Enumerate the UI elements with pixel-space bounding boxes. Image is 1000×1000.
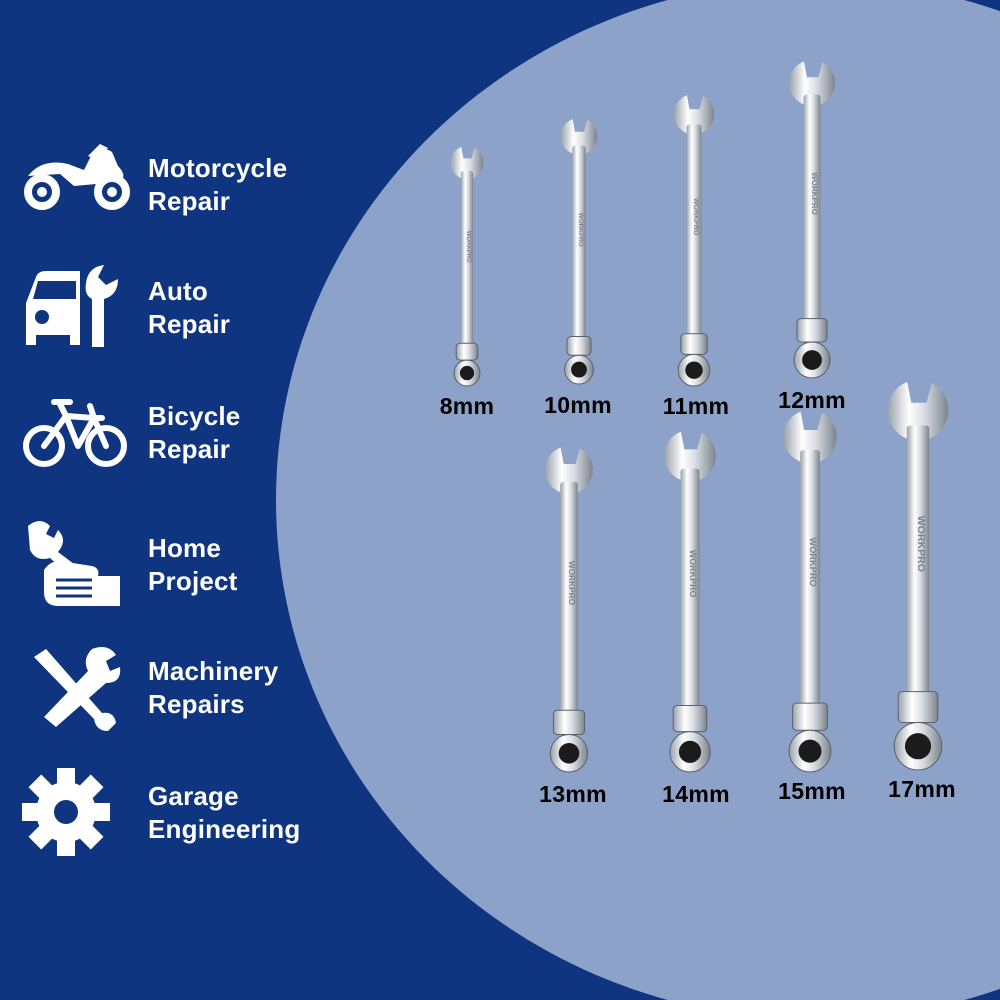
use-case-bicycle: Bicycle Repair bbox=[22, 388, 332, 478]
use-case-subtitle: Repairs bbox=[148, 689, 245, 719]
wrench-size-label: 17mm bbox=[888, 776, 956, 802]
use-case-auto: Auto Repair bbox=[22, 263, 332, 353]
crossed-tools-icon bbox=[22, 643, 134, 733]
wrench-10mm-image: WORKPRO bbox=[560, 116, 598, 385]
hand-wrench-icon bbox=[22, 520, 134, 610]
use-case-title: Auto bbox=[148, 276, 208, 306]
use-case-label: Garage Engineering bbox=[148, 780, 300, 846]
use-case-machinery: Machinery Repairs bbox=[22, 643, 332, 733]
use-case-subtitle: Repair bbox=[148, 186, 231, 216]
use-case-label: Home Project bbox=[148, 532, 238, 598]
wrench-size-label: 10mm bbox=[544, 392, 612, 418]
wrench-15mm: WORKPRO bbox=[781, 408, 839, 773]
use-case-title: Motorcycle bbox=[148, 153, 288, 183]
wrench-size-label: 15mm bbox=[778, 778, 846, 804]
use-case-title: Bicycle bbox=[148, 401, 241, 431]
use-case-title: Garage bbox=[148, 781, 239, 811]
wrench-8mm-image: WORKPRO bbox=[450, 144, 484, 387]
use-case-title: Machinery bbox=[148, 656, 279, 686]
use-case-list: Motorcycle Repair Auto Repair bbox=[0, 0, 330, 1000]
use-case-garage: Garage Engineering bbox=[22, 768, 332, 858]
use-case-subtitle: Project bbox=[148, 566, 238, 596]
wrench-11mm-image: WORKPRO bbox=[673, 92, 715, 387]
bicycle-icon bbox=[22, 388, 134, 478]
svg-text:WORKPRO: WORKPRO bbox=[692, 198, 699, 236]
wrench-17mm-image: WORKPRO bbox=[887, 378, 949, 771]
wrench-size-label: 11mm bbox=[662, 393, 730, 419]
wrench-12mm-image: WORKPRO bbox=[789, 58, 835, 379]
svg-text:WORKPRO: WORKPRO bbox=[808, 537, 818, 586]
wrench-size-label: 14mm bbox=[662, 781, 730, 807]
svg-text:WORKPRO: WORKPRO bbox=[577, 213, 584, 247]
wrench-14mm-image: WORKPRO bbox=[664, 428, 716, 773]
motorcycle-icon bbox=[22, 140, 134, 230]
wrench-14mm: WORKPRO bbox=[662, 428, 718, 773]
wrench-13mm-image: WORKPRO bbox=[545, 444, 593, 773]
svg-text:WORKPRO: WORKPRO bbox=[810, 172, 819, 215]
use-case-label: Bicycle Repair bbox=[148, 400, 240, 466]
wrench-size-label: 8mm bbox=[439, 393, 495, 419]
use-case-title: Home bbox=[148, 533, 222, 563]
wrench-13mm: WORKPRO bbox=[543, 444, 595, 773]
use-case-subtitle: Engineering bbox=[148, 814, 301, 844]
svg-text:WORKPRO: WORKPRO bbox=[465, 231, 471, 263]
svg-text:WORKPRO: WORKPRO bbox=[567, 561, 577, 606]
wrench-11mm: WORKPRO bbox=[672, 92, 716, 387]
wrench-15mm-image: WORKPRO bbox=[783, 408, 837, 773]
wrench-size-label: 13mm bbox=[539, 781, 607, 807]
use-case-label: Auto Repair bbox=[148, 275, 230, 341]
svg-text:WORKPRO: WORKPRO bbox=[915, 516, 927, 572]
wrench-8mm: WORKPRO bbox=[449, 144, 485, 387]
svg-text:WORKPRO: WORKPRO bbox=[688, 550, 698, 598]
car-wrench-icon bbox=[22, 263, 134, 353]
use-case-subtitle: Repair bbox=[148, 309, 231, 339]
wrench-17mm: WORKPRO bbox=[885, 378, 951, 771]
use-case-label: Machinery Repairs bbox=[148, 655, 278, 721]
wrench-12mm: WORKPRO bbox=[787, 58, 837, 379]
use-case-label: Motorcycle Repair bbox=[148, 152, 287, 218]
use-case-motorcycle: Motorcycle Repair bbox=[22, 140, 332, 230]
gear-icon bbox=[22, 768, 134, 858]
use-case-home: Home Project bbox=[22, 520, 332, 610]
use-case-subtitle: Repair bbox=[148, 434, 231, 464]
wrench-10mm: WORKPRO bbox=[559, 116, 599, 385]
